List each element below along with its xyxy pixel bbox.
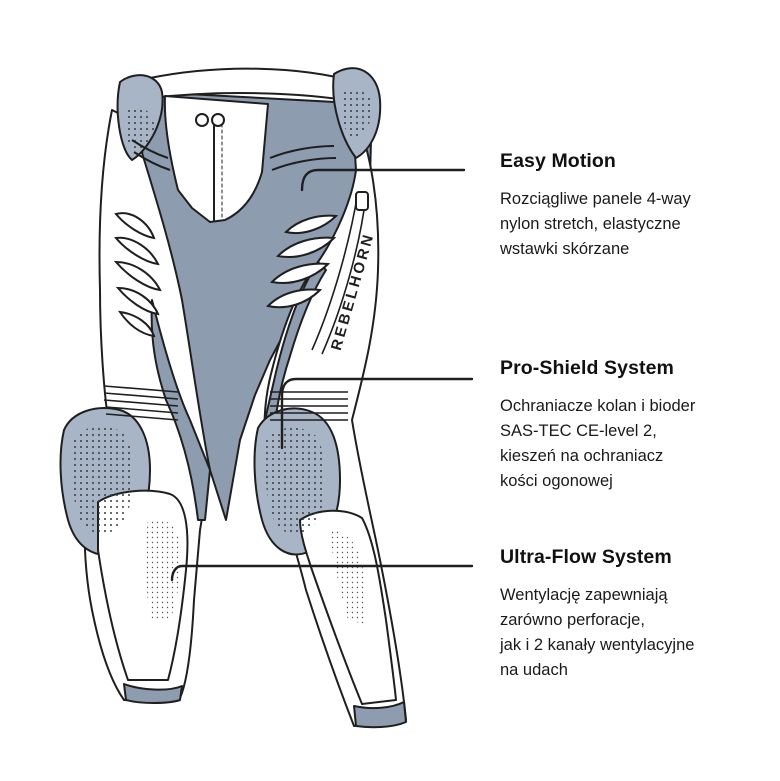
callout-ultra-flow — [170, 564, 474, 582]
feature-description: Ochraniacze kolan i bioder SAS-TEC CE-le… — [500, 397, 696, 490]
feature-title: Pro-Shield System — [500, 357, 675, 379]
feature-title: Easy Motion — [500, 150, 616, 172]
feature-easy-motion: Easy Motion Rozciągliwe panele 4-way nyl… — [500, 150, 770, 262]
left-inner-stripe — [150, 299, 211, 521]
callout-easy-motion — [300, 168, 466, 192]
feature-description: Rozciągliwe panele 4-way nylon stretch, … — [500, 190, 691, 258]
feature-ultra-flow-system: Ultra-Flow System Wentylację zapewniają … — [500, 546, 770, 683]
fly-panel — [163, 95, 269, 223]
feature-description: Wentylację zapewniają zarówno perforacje… — [500, 586, 695, 679]
callout-pro-shield — [280, 377, 474, 450]
feature-title: Ultra-Flow System — [500, 546, 672, 568]
right-cuff — [353, 701, 407, 729]
feature-pro-shield-system: Pro-Shield System Ochraniacze kolan i bi… — [500, 357, 770, 494]
left-cuff — [123, 683, 183, 704]
